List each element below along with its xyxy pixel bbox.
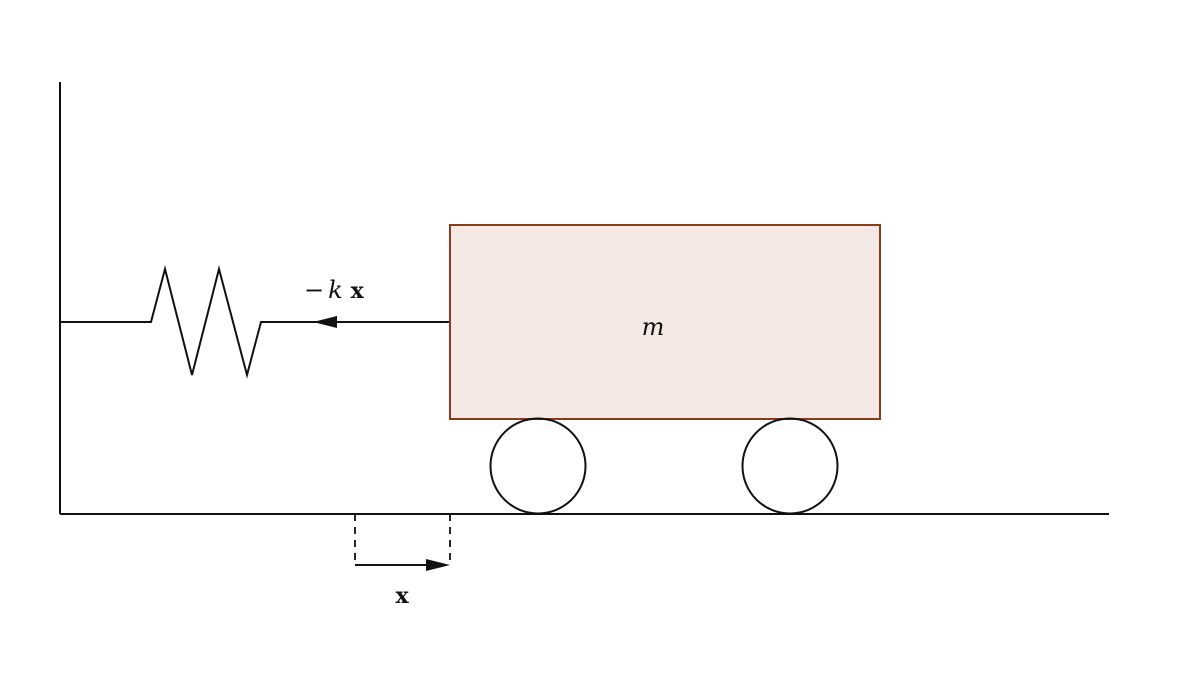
mass-block [449, 224, 881, 420]
force-sign: − [304, 276, 324, 304]
force-label: − k x [304, 276, 365, 304]
force-k: k [328, 276, 343, 304]
displacement-label: x [395, 583, 409, 609]
spring [60, 265, 450, 379]
mass-label: m [642, 313, 665, 341]
wheel-right [741, 417, 839, 515]
displacement-arrowhead [426, 559, 450, 571]
wheel-left [489, 417, 587, 515]
force-arrowhead [313, 316, 337, 328]
force-x: x [351, 278, 365, 304]
